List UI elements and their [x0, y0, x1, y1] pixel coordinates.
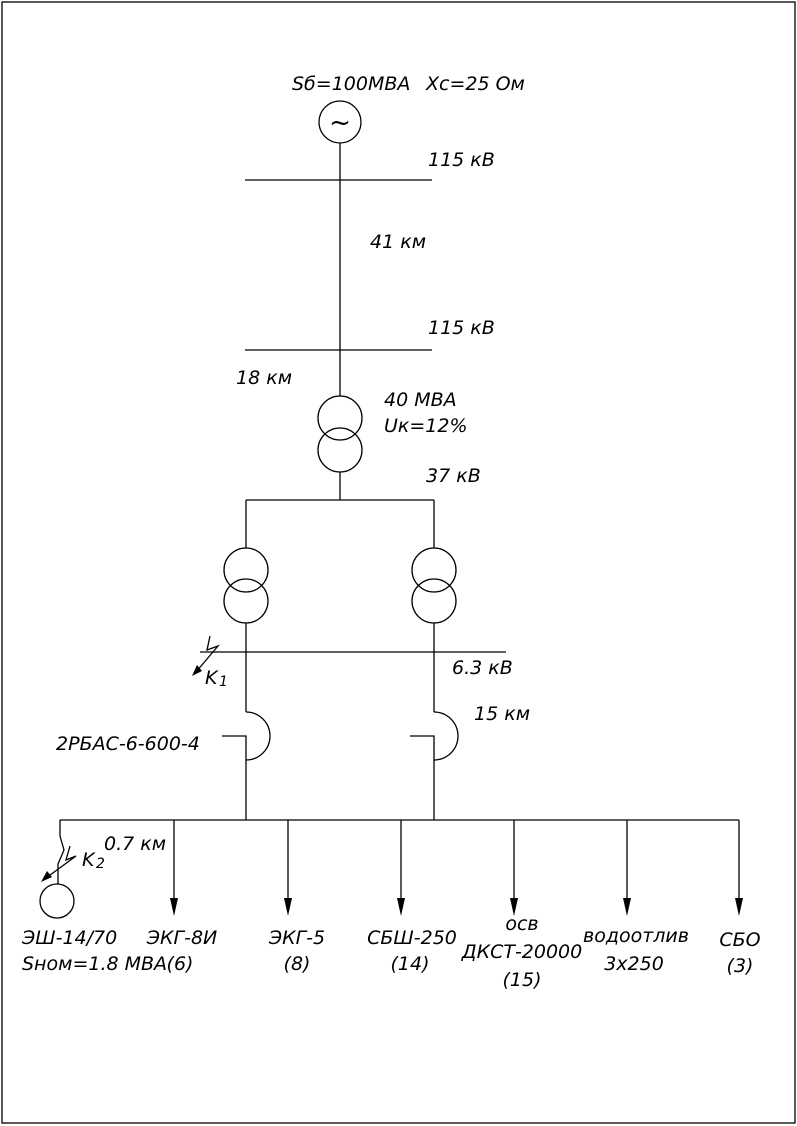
bus-6-3kv-label: 6.3 кВ	[452, 657, 513, 679]
fault-k1-label: K	[205, 667, 219, 689]
source-power-label: Sб=100МВА	[292, 73, 410, 95]
right-reactor-coil	[410, 711, 459, 761]
main-transformer-winding-lv	[317, 427, 363, 473]
fault-k2-index: 2	[96, 856, 105, 872]
branch-esh-cable	[57, 835, 65, 884]
right-transformer-winding-lv	[411, 578, 457, 624]
load-label-sbsh250-line1: СБШ-250	[367, 927, 457, 949]
fault-k2-arrowhead	[41, 871, 52, 882]
load-sbsh250	[397, 820, 405, 916]
load-ekg8i	[170, 820, 178, 916]
load-label-ekg5-line1: ЭКГ-5	[268, 927, 325, 949]
left-transformer-winding-hv	[223, 547, 269, 593]
load-label-lighting-line2: ДКСТ-20000	[461, 941, 583, 963]
load-label-sbo-line2: (3)	[727, 955, 754, 977]
motor-esh-symbol	[39, 883, 75, 919]
main-transformer-power-label: 40 МВА	[384, 389, 457, 411]
fault-k1-index: 1	[219, 674, 228, 690]
fault-k2-lightning	[45, 845, 77, 879]
bus-115kv-2-label: 115 кВ	[428, 317, 495, 339]
main-transformer-winding-hv	[317, 395, 363, 441]
source-reactance-label: Xc=25 Ом	[425, 73, 525, 95]
load-lighting	[510, 820, 518, 916]
left-transformer-winding-lv	[223, 578, 269, 624]
load-label-ekg8i-line1: ЭКГ-8И	[146, 927, 218, 949]
line-0-7km-label: 0.7 км	[104, 833, 166, 855]
load-label-drainage-line1: водоотлив	[583, 925, 689, 947]
load-ekg5	[284, 820, 292, 916]
load-label-esh-line2: Sном=1.8 МВА	[22, 953, 167, 975]
right-transformer-winding-hv	[411, 547, 457, 593]
load-drainage	[623, 820, 631, 916]
fault-k2-label: K	[82, 849, 96, 871]
generator-tilde: ~	[329, 108, 351, 138]
load-sbo	[735, 820, 743, 916]
load-label-sbo-line1: СБО	[719, 929, 760, 951]
load-label-lighting-line1: осв	[505, 913, 538, 935]
load-label-sbsh250-line2: (14)	[390, 953, 429, 975]
fault-k1-lightning	[195, 635, 221, 673]
load-label-ekg5-line2: (8)	[284, 953, 311, 975]
left-reactor-coil	[222, 711, 271, 761]
load-label-ekg8i-line2: (6)	[167, 953, 194, 975]
line-18km-label: 18 км	[236, 367, 292, 389]
load-label-lighting-line3: (15)	[502, 969, 541, 991]
main-transformer-uk-label: Uк=12%	[384, 415, 468, 437]
fault-k1-arrowhead	[192, 665, 202, 676]
reactor-type-label: 2РБАС-6-600-4	[56, 733, 200, 755]
bus-37kv-label: 37 кВ	[426, 465, 481, 487]
line-15km-label: 15 км	[474, 703, 530, 725]
load-label-drainage-line2: 3х250	[604, 953, 664, 975]
line-41km-label: 41 км	[370, 231, 426, 253]
load-label-esh-line1: ЭШ-14/70	[21, 927, 117, 949]
bus-115kv-1-label: 115 кВ	[428, 149, 495, 171]
